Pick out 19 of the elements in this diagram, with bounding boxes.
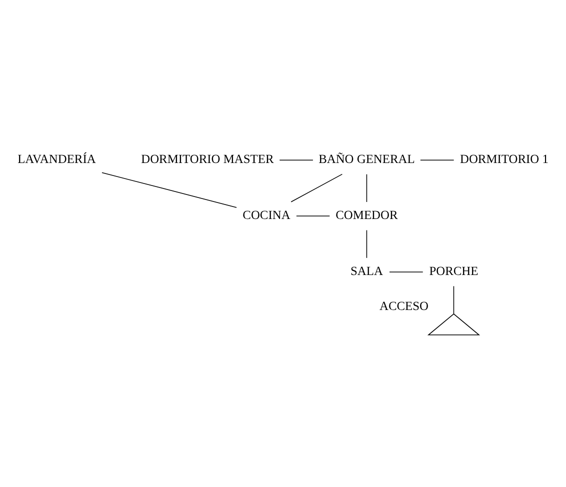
connector <box>279 159 314 160</box>
connector <box>290 173 343 202</box>
node-text: COCINA <box>242 207 290 222</box>
node-text: BAÑO GENERAL <box>318 152 415 166</box>
connector <box>102 172 237 208</box>
connector <box>296 215 330 216</box>
connector <box>420 159 454 160</box>
node-text: DORMITORIO 1 <box>460 152 548 166</box>
node-text: COMEDOR <box>336 207 398 222</box>
node-triangle <box>427 312 480 335</box>
connector <box>389 271 424 272</box>
node-label: ACCESO <box>380 298 429 312</box>
node-text: DORMITORIO MASTER <box>141 152 274 166</box>
connector <box>366 229 368 258</box>
connector <box>453 285 454 314</box>
node-text: SALA <box>350 263 383 278</box>
node-text: PORCHE <box>429 263 478 278</box>
node-text: LAVANDERÍA <box>18 152 96 166</box>
connector <box>366 173 368 202</box>
